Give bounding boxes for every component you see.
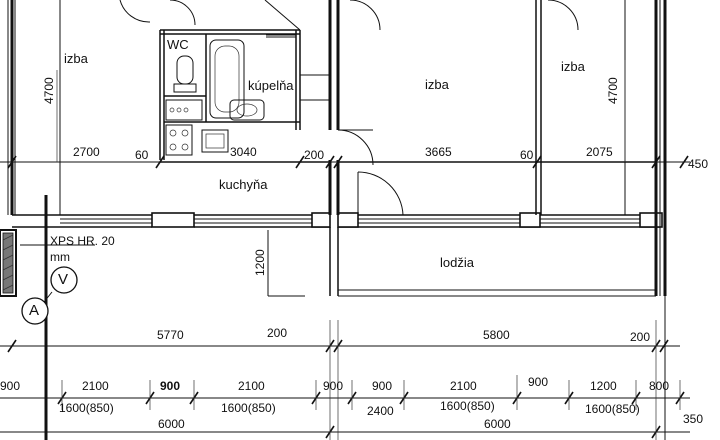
dim-200-mid: 200 — [304, 148, 325, 162]
dim-left-4700: 4700 — [42, 77, 56, 104]
dim-5800: 5800 — [483, 328, 510, 342]
section-marker-v: V — [58, 271, 69, 288]
dim-5770: 5770 — [157, 328, 184, 342]
dim-450: 450 — [688, 157, 709, 171]
facade-wall — [12, 212, 663, 228]
dim-2075: 2075 — [586, 145, 613, 159]
dim-900-a: 900 — [0, 379, 21, 393]
dim-1600-c: 1600(850) — [440, 399, 495, 413]
dim-3665: 3665 — [425, 145, 452, 159]
dim-right-4700: 4700 — [606, 77, 620, 104]
dim-2400: 2400 — [367, 404, 394, 418]
left-wall — [7, 0, 16, 215]
dim-800: 800 — [649, 379, 670, 393]
dim-1200: 1200 — [590, 379, 617, 393]
dimension-extension-lines — [56, 60, 681, 440]
dim-900-d: 900 — [372, 379, 393, 393]
dim-6000-a: 6000 — [158, 417, 185, 431]
dim-60-left: 60 — [135, 148, 149, 162]
section-line — [20, 195, 95, 440]
lodzia-slab — [267, 230, 656, 297]
door-swings — [119, 0, 579, 216]
dim-2100-c: 2100 — [450, 379, 477, 393]
dim-lodzia-1200: 1200 — [253, 249, 267, 276]
room-label-izba-left: izba — [64, 51, 88, 66]
dim-3040: 3040 — [230, 145, 257, 159]
axis-marker-a: A — [29, 302, 40, 319]
dim-1600-a: 1600(850) — [59, 401, 114, 415]
central-wall — [328, 0, 340, 296]
washbasin-fixture — [229, 99, 265, 121]
room-label-kupelna: kúpelňa — [248, 78, 294, 93]
dim-900-e: 900 — [528, 375, 549, 389]
dim-2700: 2700 — [73, 145, 100, 159]
room-label-izba-center: izba — [425, 77, 449, 92]
dim-2100-a: 2100 — [82, 379, 109, 393]
dim-350: 350 — [683, 412, 704, 426]
xps-note-line1: XPS HR. 20 — [50, 234, 115, 248]
dim-900-c: 900 — [323, 379, 344, 393]
dim-60-right: 60 — [520, 148, 534, 162]
dim-6000-b: 6000 — [484, 417, 511, 431]
dim-2100-b: 2100 — [238, 379, 265, 393]
radiator-mark — [266, 34, 296, 38]
room-label-wc: WC — [167, 37, 189, 52]
kitchen-sink-fixture — [201, 129, 229, 153]
toilet-fixture — [173, 55, 197, 93]
dim-200-left: 200 — [267, 326, 288, 340]
room-label-kuchyna: kuchyňa — [219, 177, 268, 192]
stove-fixture — [165, 124, 193, 156]
dimension-lines — [0, 161, 690, 440]
bathtub-fixture — [209, 39, 245, 119]
xps-insulation-block — [0, 229, 17, 297]
dim-1600-b: 1600(850) — [221, 401, 276, 415]
dim-1600-d: 1600(850) — [585, 402, 640, 416]
dimension-ticks — [7, 155, 689, 439]
washer-fixture — [165, 99, 203, 121]
xps-note-line2: mm — [50, 250, 70, 264]
dim-900-b: 900 — [160, 379, 181, 393]
right-wall — [654, 0, 667, 296]
room-label-lodzia: lodžia — [440, 255, 474, 270]
room-label-izba-right: izba — [561, 59, 585, 74]
dim-200-right: 200 — [630, 330, 651, 344]
